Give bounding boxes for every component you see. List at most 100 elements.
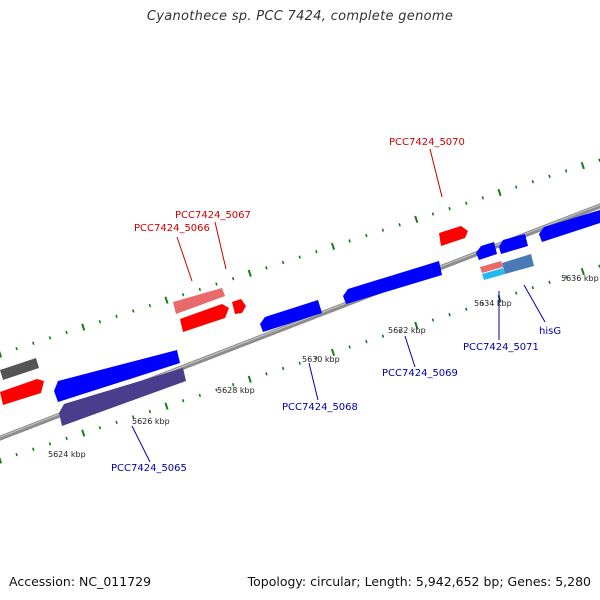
leader-line-5066 bbox=[176, 236, 193, 282]
ruler-tick-minor bbox=[564, 275, 568, 279]
ruler-tick-minor bbox=[265, 266, 268, 270]
gene-PCC7424_5071-a[interactable] bbox=[476, 242, 497, 260]
ruler-tick-major bbox=[164, 296, 169, 304]
ruler-tick-minor bbox=[431, 318, 435, 322]
gene-PCC7424_5069[interactable] bbox=[343, 261, 442, 304]
forward-gene-left-grey[interactable] bbox=[0, 358, 39, 380]
reverse-gene-right[interactable] bbox=[539, 210, 600, 242]
ruler-tick-major bbox=[0, 456, 3, 464]
gene-label-PCC7424_5071[interactable]: PCC7424_5071 bbox=[463, 342, 539, 353]
ruler-tick-major bbox=[497, 188, 502, 197]
gene-labels: PCC7424_5066 PCC7424_5067 PCC7424_5070 P… bbox=[111, 137, 561, 474]
genome-summary-text: Topology: circular; Length: 5,942,652 bp… bbox=[247, 574, 591, 589]
ruler-tick-minor bbox=[448, 312, 451, 317]
ruler-tick-minor bbox=[265, 372, 268, 376]
ruler-label: 5632 kbp bbox=[388, 326, 426, 335]
gene-PCC7424_5065-upper[interactable] bbox=[54, 350, 180, 402]
ruler-tick-major bbox=[247, 269, 252, 277]
ruler-tick-minor bbox=[564, 169, 568, 173]
gene-PCC7424_5067[interactable] bbox=[232, 299, 246, 314]
label-leader-lines bbox=[131, 148, 546, 463]
ruler-tick-minor bbox=[281, 260, 285, 265]
ruler-tick-minor bbox=[298, 255, 301, 259]
gene-PCC7424_5068[interactable] bbox=[260, 300, 322, 332]
ruler-tick-minor bbox=[181, 399, 185, 403]
gene-label-PCC7424_5070[interactable]: PCC7424_5070 bbox=[389, 137, 465, 148]
ruler-tick-minor bbox=[98, 426, 102, 430]
inner-tick-ring bbox=[0, 264, 600, 464]
gene-label-PCC7424_5065[interactable]: PCC7424_5065 bbox=[111, 463, 187, 474]
gene-PCC7424_5071-b[interactable] bbox=[499, 234, 528, 254]
ruler-tick-minor bbox=[548, 174, 551, 179]
gene-PCC7424_5065[interactable] bbox=[59, 368, 186, 426]
ruler-tick-minor bbox=[198, 393, 202, 398]
gene-PCC7424_5070[interactable] bbox=[439, 226, 468, 246]
ruler-tick-minor bbox=[215, 388, 218, 392]
ruler-tick-minor bbox=[98, 320, 102, 324]
ruler-tick-minor bbox=[281, 366, 285, 371]
gene-label-PCC7424_5067[interactable]: PCC7424_5067 bbox=[175, 210, 251, 221]
forward-gene-left[interactable] bbox=[0, 379, 44, 405]
ruler-tick-minor bbox=[481, 302, 485, 306]
ruler-tick-minor bbox=[398, 223, 401, 227]
ruler-tick-minor bbox=[48, 336, 52, 340]
gene-PCC7424_5066-pseudo[interactable] bbox=[173, 288, 225, 314]
ruler-tick-minor bbox=[115, 314, 118, 318]
ruler-tick-major bbox=[0, 350, 3, 358]
ruler-tick-major bbox=[330, 348, 336, 357]
ruler-tick-minor bbox=[298, 361, 301, 365]
leader-line-5067 bbox=[214, 221, 227, 270]
ruler-tick-minor bbox=[531, 180, 535, 184]
gene-label-hisG[interactable]: hisG bbox=[539, 326, 561, 337]
gene-label-PCC7424_5068[interactable]: PCC7424_5068 bbox=[282, 402, 358, 413]
ruler-tick-major bbox=[414, 215, 419, 224]
ruler-tick-minor bbox=[514, 185, 518, 189]
accession-text: Accession: NC_011729 bbox=[9, 574, 152, 589]
ruler-tick-minor bbox=[448, 206, 451, 211]
map-title: Cyanothece sp. PCC 7424, complete genome bbox=[146, 9, 454, 24]
ruler-tick-minor bbox=[65, 436, 68, 441]
leader-line-5065 bbox=[131, 425, 151, 463]
ruler-tick-minor bbox=[231, 382, 235, 387]
ruler-tick-major bbox=[580, 161, 585, 170]
gene-PCC7424_5071-c[interactable] bbox=[480, 261, 503, 273]
ruler-tick-major bbox=[247, 375, 252, 383]
gene-label-PCC7424_5066[interactable]: PCC7424_5066 bbox=[134, 223, 210, 234]
ruler-tick-minor bbox=[181, 293, 185, 297]
ruler-tick-minor bbox=[65, 330, 68, 335]
gene-PCC7424_5066[interactable] bbox=[180, 304, 229, 332]
ruler-tick-minor bbox=[231, 276, 235, 281]
ruler-tick-minor bbox=[315, 250, 318, 254]
ruler-tick-major bbox=[414, 321, 419, 330]
ruler-tick-minor bbox=[381, 228, 385, 232]
ruler-label: 5636 kbp bbox=[561, 274, 599, 283]
leader-line-5069 bbox=[404, 335, 416, 368]
ruler-tick-major bbox=[330, 242, 336, 251]
ruler-tick-minor bbox=[465, 201, 468, 205]
ruler-tick-minor bbox=[131, 415, 135, 419]
gene-PCC7424_5071-d[interactable] bbox=[482, 268, 505, 280]
leader-line-5068 bbox=[308, 362, 319, 401]
ruler-tick-minor bbox=[148, 303, 152, 308]
ruler-tick-minor bbox=[348, 345, 351, 349]
ruler-tick-minor bbox=[348, 239, 351, 243]
ruler-tick-minor bbox=[365, 233, 368, 238]
ruler-tick-minor bbox=[15, 452, 18, 457]
leader-line-hisG bbox=[523, 284, 546, 323]
ruler-tick-minor bbox=[198, 287, 202, 292]
ruler-tick-minor bbox=[365, 339, 368, 344]
ruler-tick-minor bbox=[32, 447, 35, 451]
ruler-tick-major bbox=[81, 323, 86, 331]
gene-hisG[interactable] bbox=[502, 254, 534, 274]
ruler-tick-minor bbox=[115, 420, 118, 424]
ruler-label: 5626 kbp bbox=[132, 417, 170, 426]
ruler-label: 5628 kbp bbox=[217, 386, 255, 395]
ruler-tick-minor bbox=[48, 442, 52, 446]
gene-label-PCC7424_5069[interactable]: PCC7424_5069 bbox=[382, 368, 458, 379]
ruler-tick-minor bbox=[315, 356, 318, 360]
ruler-tick-minor bbox=[481, 196, 485, 200]
ruler-tick-minor bbox=[15, 346, 18, 351]
ruler-tick-minor bbox=[514, 291, 518, 295]
leader-line-5070 bbox=[429, 148, 443, 198]
